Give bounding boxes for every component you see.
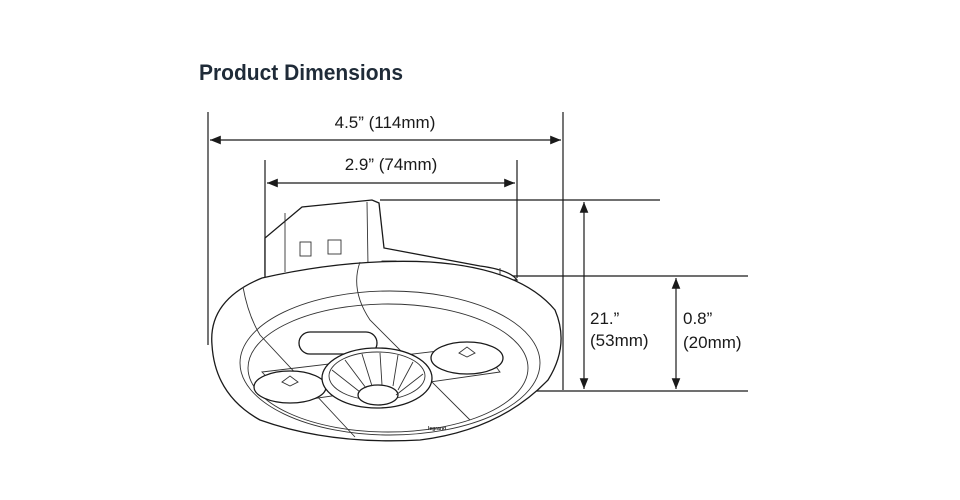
face-height-inch-label: 0.8” bbox=[683, 309, 713, 328]
inner-width-label: 2.9” (74mm) bbox=[345, 155, 438, 174]
total-height-mm-label: (53mm) bbox=[590, 331, 649, 350]
brand-logo: legrand bbox=[428, 426, 446, 432]
total-height-inch-label: 21.” bbox=[590, 309, 620, 328]
face-height-mm-label: (20mm) bbox=[683, 333, 742, 352]
page-title: Product Dimensions bbox=[199, 60, 403, 85]
occupancy-sensor-drawing: legrand bbox=[211, 199, 562, 442]
outer-width-label: 4.5” (114mm) bbox=[335, 113, 436, 132]
